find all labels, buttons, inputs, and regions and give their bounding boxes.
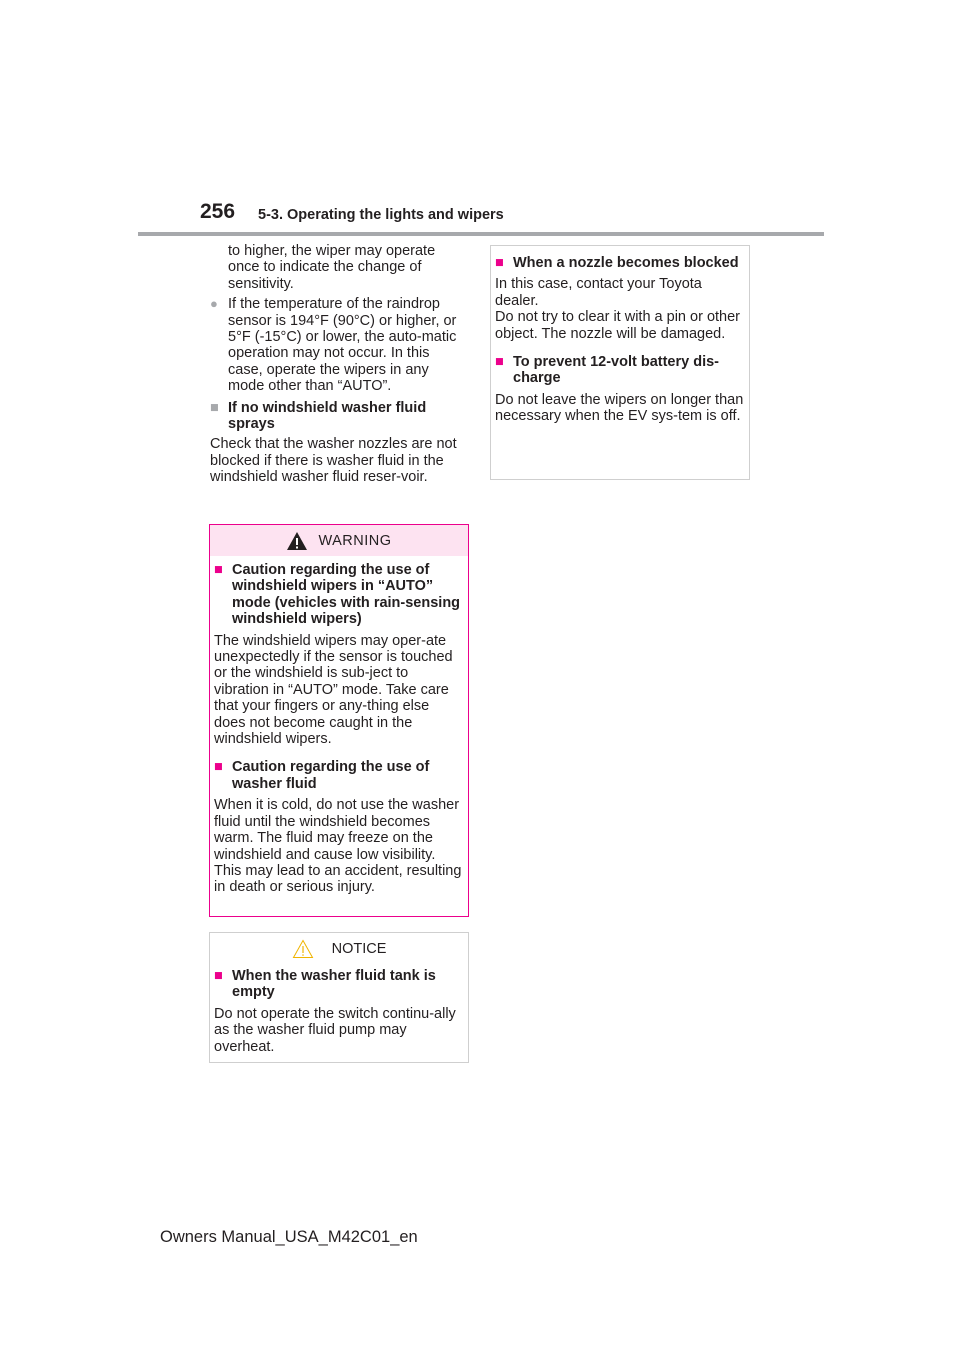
heading-text: If no windshield washer fluid sprays bbox=[228, 399, 427, 433]
warning-triangle-icon bbox=[287, 531, 308, 550]
right-body-1a: In this case, contact your Toyota dealer… bbox=[495, 276, 702, 309]
header-rule bbox=[138, 232, 824, 236]
heading-text: When a nozzle becomes blocked bbox=[513, 255, 739, 271]
warning-header: WARNING bbox=[210, 525, 468, 556]
notice-box: NOTICE ■ When the washer fluid tank is e… bbox=[209, 932, 469, 1063]
heading-text: Caution regarding the use of washer flui… bbox=[232, 759, 430, 792]
left-column: to higher, the wiper may operate once to… bbox=[210, 243, 468, 486]
warning-heading-2: ■ Caution regarding the use of washer fl… bbox=[214, 759, 464, 792]
section-heading: ■ If no windshield washer fluid sprays bbox=[210, 400, 468, 433]
section-title: 5-3. Operating the lights and wipers bbox=[258, 207, 504, 223]
right-content: ■ When a nozzle becomes blocked In this … bbox=[491, 246, 749, 425]
footer-text: Owners Manual_USA_M42C01_en bbox=[160, 1228, 418, 1246]
square-icon: ■ bbox=[210, 399, 219, 416]
square-icon: ■ bbox=[495, 255, 504, 271]
notice-body: Do not operate the switch continu-ally a… bbox=[214, 1005, 456, 1055]
notice-title: NOTICE bbox=[331, 940, 387, 957]
bullet-icon: ● bbox=[210, 296, 218, 312]
square-icon: ■ bbox=[214, 759, 223, 776]
warning-content: ■ Caution regarding the use of windshiel… bbox=[210, 562, 468, 896]
warning-heading-1: ■ Caution regarding the use of windshiel… bbox=[214, 562, 464, 628]
continuation-text: to higher, the wiper may operate once to… bbox=[228, 243, 436, 292]
right-heading-2: ■ To prevent 12-volt battery dis-charge bbox=[495, 354, 745, 387]
square-icon: ■ bbox=[214, 562, 223, 578]
heading-text: When the washer fluid tank is empty bbox=[232, 968, 436, 1001]
heading-text: Caution regarding the use of windshield … bbox=[232, 562, 461, 628]
notice-header: NOTICE bbox=[210, 933, 468, 964]
right-info-box: ■ When a nozzle becomes blocked In this … bbox=[490, 245, 750, 480]
bullet-text: If the temperature of the raindrop senso… bbox=[228, 296, 457, 395]
square-icon: ■ bbox=[495, 354, 504, 371]
warning-body-2: When it is cold, do not use the washer f… bbox=[214, 797, 462, 896]
square-icon: ■ bbox=[214, 968, 223, 984]
notice-content: ■ When the washer fluid tank is empty Do… bbox=[210, 968, 468, 1055]
heading-text: To prevent 12-volt battery dis-charge bbox=[513, 354, 719, 387]
notice-triangle-icon bbox=[292, 938, 313, 958]
warning-body-1: The windshield wipers may oper-ate unexp… bbox=[214, 632, 453, 748]
body-text: Check that the washer nozzles are not bl… bbox=[210, 436, 457, 486]
page-number: 256 bbox=[200, 200, 236, 223]
warning-title: WARNING bbox=[318, 532, 392, 549]
notice-heading: ■ When the washer fluid tank is empty bbox=[214, 968, 464, 1001]
warning-box: WARNING ■ Caution regarding the use of w… bbox=[209, 524, 469, 917]
right-body-1b: Do not try to clear it with a pin or oth… bbox=[495, 309, 740, 342]
right-body-2: Do not leave the wipers on longer than n… bbox=[495, 391, 744, 425]
right-heading-1: ■ When a nozzle becomes blocked bbox=[495, 255, 745, 271]
bullet-item: ● If the temperature of the raindrop sen… bbox=[210, 296, 468, 394]
